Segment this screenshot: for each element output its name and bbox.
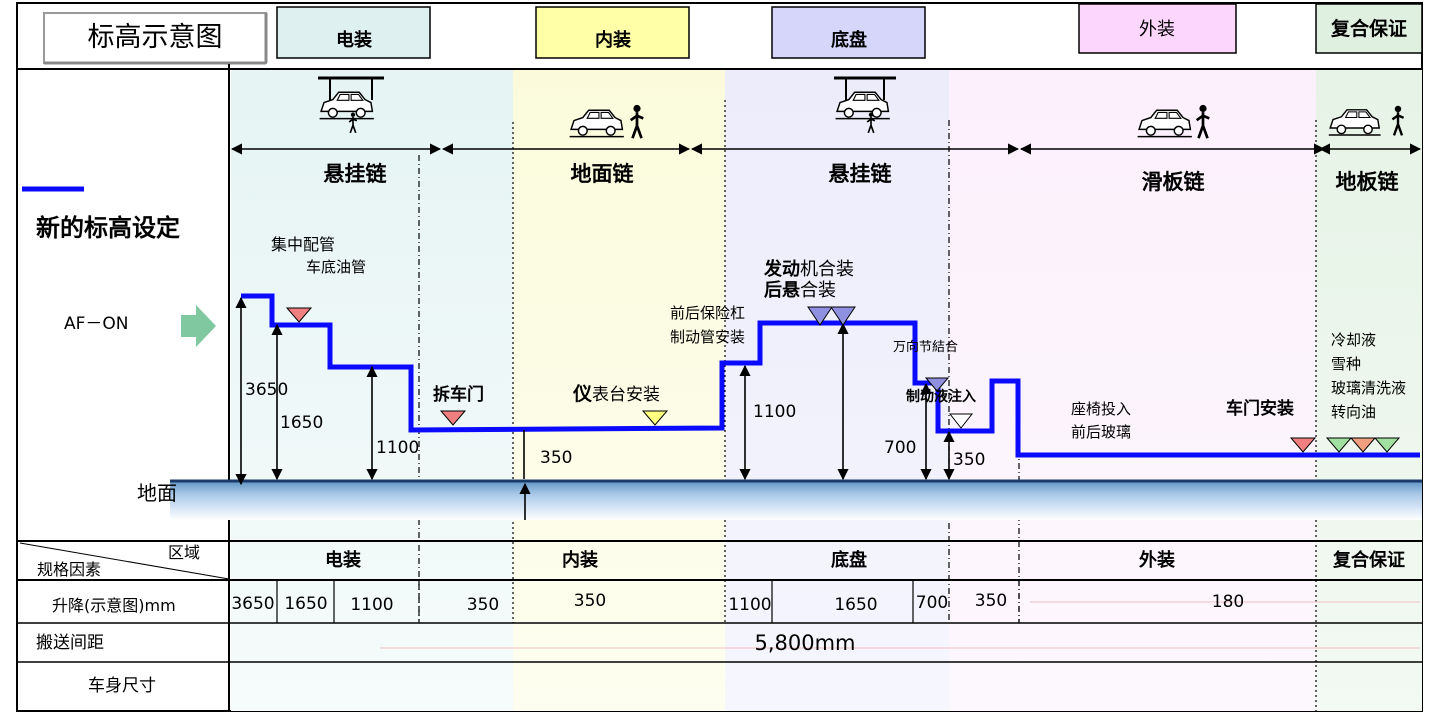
diagram-title: 标高示意图 [88,22,223,53]
zone-header-box [1078,3,1237,54]
zone-backgrounds [231,70,1422,711]
process-label: 仪 [572,383,593,405]
process-label: 制动管安装 [670,328,745,346]
title-box: 标高示意图 [43,12,268,65]
dim-label: 1650 [280,413,323,433]
operation-marker-icon [830,306,856,326]
conveyor-label: 悬挂链 [829,162,893,186]
process-label: 前后玻璃 [1071,423,1131,441]
lift-value-cell: 700 [916,593,948,613]
table-zone-cell: 外装 [1139,549,1175,571]
hanger-car-icon [834,76,896,134]
zone-header-label: 外装 [1139,19,1175,40]
operation-marker-icon [1289,437,1317,453]
lift-row-label: 升降(示意图)mm [52,596,176,615]
lift-value-cell: 350 [975,591,1007,611]
zone-header-label: 底盘 [831,29,867,51]
zone-header-label: 电装 [336,29,372,51]
spacing-row-label: 搬送间距 [36,633,104,653]
body-size-row-label: 车身尺寸 [88,676,156,696]
legend-label: 新的标高设定 [36,214,180,242]
zone-header-label: 复合保证 [1330,17,1407,40]
ground-label: 地面 [137,481,177,505]
zone-header-box [771,6,926,59]
dim-label: 3650 [245,380,288,400]
zone-bg-fuhe [1316,70,1422,711]
dim-label: 1100 [376,438,419,458]
process-label: 玻璃清洗液 [1331,379,1406,397]
table-zone-cell: 内装 [562,549,598,571]
lift-value-cell: 1100 [728,595,771,615]
operation-marker-icon [641,410,669,426]
table-header-factor: 规格因素 [37,560,101,579]
process-label: 表台安装 [592,385,660,405]
conveyor-label: 地面链 [571,162,635,186]
lift-value-cell: 1650 [834,595,877,615]
process-label: 冷却液 [1331,331,1376,349]
process-label: 车底油管 [306,258,366,276]
conveyor-label: 地板链 [1336,170,1400,194]
zone-bg-neizhuang [513,70,725,711]
operation-marker-icon [285,307,313,323]
zone-header-label: 内装 [595,29,631,51]
svg-text:后悬合装: 后悬合装 [764,280,836,301]
operation-marker-icon [948,413,974,429]
process-label: 制动液注入 [906,388,976,405]
process-label: 机合装 [800,259,854,280]
process-label: 发动 [763,258,800,280]
dim-label: 350 [540,448,572,468]
process-label: 合装 [800,280,836,301]
conveyor-icons [318,76,1405,140]
lift-value-cell: 180 [1212,592,1244,612]
ground-band [170,480,1422,520]
dim-label: 1100 [753,402,796,422]
zone-header-box [535,6,690,59]
hanger-car-icon [318,76,384,134]
operation-marker-icon [1373,437,1401,453]
table-zone-cell: 复合保证 [1332,549,1405,571]
process-label: 转向油 [1331,403,1376,421]
dimension-arrows [235,296,955,520]
conveyor-label: 滑板链 [1142,170,1206,194]
lift-value-cell: 350 [574,591,606,611]
spacing-value: 5,800mm [754,631,855,655]
af-on-arrow-icon [181,305,216,347]
operation-marker-icon [1325,437,1353,453]
operation-markers [285,306,1401,453]
operation-marker-icon [924,377,950,392]
zone-header-box [1315,3,1423,54]
process-label: 集中配管 [271,235,335,254]
af-on-label: AF－ON [64,314,129,334]
lift-value-cell: 1650 [284,594,327,614]
process-label: 后悬 [764,280,800,301]
operation-marker-icon [1349,437,1377,453]
process-label: 拆车门 [433,384,484,405]
svg-text:仪表台安装: 仪表台安装 [572,383,660,405]
process-label: 万向节結合 [893,339,958,355]
conveyor-label: 悬挂链 [324,162,388,186]
spec-table: 区域 规格因素 电装 内装 底盘 外装 复合保证 升降(示意图)mm 3650 … [17,540,1422,711]
table-header-region: 区域 [168,543,200,562]
lift-value-cell: 1100 [350,595,393,615]
zone-bg-dipan [725,70,949,711]
dim-label: 700 [884,438,916,458]
dim-label: 350 [953,450,985,470]
zone-bg-waizhuang [949,70,1316,711]
elevation-line [241,293,1420,458]
operation-marker-icon [439,410,467,426]
table-zone-cell: 底盘 [831,549,867,571]
process-label: 座椅投入 [1071,400,1131,418]
lift-value-cell: 3650 [231,594,274,614]
process-label: 车门安装 [1226,398,1294,419]
table-zone-cell: 电装 [325,549,361,571]
svg-text:发动机合装: 发动机合装 [763,258,854,280]
operation-marker-icon [807,306,833,326]
zone-header-box [276,6,431,59]
lift-value-cell: 350 [467,595,499,615]
process-label: 雪种 [1331,355,1361,373]
process-label: 前后保险杠 [670,304,745,322]
zone-headers: 电装 内装 底盘 外装 复合保证 [276,3,1423,59]
